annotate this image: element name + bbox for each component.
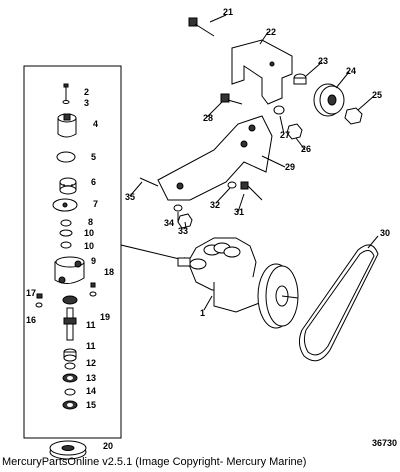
callout-21: 20: [103, 441, 113, 451]
callout-35: 34: [164, 218, 174, 228]
part-29-bolt: [220, 93, 243, 105]
part-36-stud: [139, 177, 159, 187]
part-16-bearing: [62, 400, 78, 410]
part-21-pulley: [49, 440, 87, 460]
callout-17: 16: [26, 315, 36, 325]
part-4-cover: [57, 113, 77, 138]
part-12-bearing: [63, 348, 77, 362]
callout-2: 2: [84, 87, 89, 97]
callout-19: 18: [104, 267, 114, 277]
callout-36: 35: [125, 192, 135, 202]
part-32-bolt: [240, 181, 263, 201]
part-10-seal-a: [59, 229, 73, 237]
part-15-ring: [64, 388, 76, 396]
part-28-washer: [273, 105, 285, 115]
part-19-screw: [90, 282, 96, 288]
callout-25: 24: [346, 66, 356, 76]
callout-27: 26: [301, 144, 311, 154]
callout-5: 5: [91, 152, 96, 162]
callout-22: 21: [223, 7, 233, 17]
part-seal-inner: [62, 295, 78, 305]
part-20-washer: [89, 291, 97, 297]
callout-23: 22: [266, 27, 276, 37]
callout-10a: 10: [84, 228, 94, 238]
part-10-seal-b: [60, 241, 72, 249]
part-27-nut: [286, 123, 303, 140]
callout-29: 28: [203, 113, 213, 123]
part-14-bearing: [62, 373, 78, 383]
callout-30: 29: [285, 162, 295, 172]
part-9-pump-body: [54, 256, 85, 284]
callout-8: 8: [88, 217, 93, 227]
inset-frame: [23, 65, 122, 439]
reference-number: 36730: [372, 438, 397, 448]
part-22-bolt: [188, 17, 215, 37]
callout-28: 27: [280, 130, 290, 140]
part-6-impeller: [59, 177, 77, 195]
callout-10b: 10: [84, 241, 94, 251]
callout-32: 31: [234, 207, 244, 217]
part-31-drive-belt: [298, 244, 379, 362]
part-26-nut: [344, 107, 363, 125]
callout-3: 3: [84, 98, 89, 108]
callout-4: 4: [93, 119, 98, 129]
callout-33: 32: [210, 200, 220, 210]
part-23-bracket: [231, 39, 293, 105]
part-2-screw: [63, 83, 69, 100]
part-17-washer: [35, 302, 43, 308]
part-24-spacer: [293, 73, 307, 85]
part-35-washer: [173, 204, 183, 212]
part-1-pump-assembly: [177, 237, 299, 329]
callout-26: 25: [372, 90, 382, 100]
callout-24: 23: [318, 56, 328, 66]
callout-11: 11: [86, 320, 96, 330]
callout-13: 12: [86, 358, 96, 368]
part-5-o-ring: [56, 151, 76, 163]
callout-7: 7: [93, 199, 98, 209]
part-33-washer: [227, 181, 237, 189]
callout-9: 9: [91, 256, 96, 266]
callout-20: 19: [100, 312, 110, 322]
part-13-ring: [64, 362, 76, 370]
callout-18: 17: [26, 288, 36, 298]
callout-14: 13: [86, 373, 96, 383]
part-3-washer: [62, 100, 70, 104]
copyright-caption: MercuryPartsOnline v2.5.1 (Image Copyrig…: [2, 456, 307, 468]
callout-labels: 2 3 4 5 6 7 8 10 10 9 18 19 17 16 11 11 …: [26, 7, 397, 451]
part-8-gasket: [60, 219, 72, 227]
part-11-shaft: [63, 307, 77, 341]
callout-12: 11: [86, 341, 96, 351]
part-30-mounting-bracket: [157, 115, 273, 201]
callout-16: 15: [86, 400, 96, 410]
callout-34: 33: [178, 226, 188, 236]
part-25-idler-pulley: [313, 83, 345, 117]
callout-31: 30: [380, 228, 390, 238]
callout-1: 1: [200, 308, 205, 318]
callout-15: 14: [86, 386, 96, 396]
part-18-screw: [36, 293, 43, 299]
leader-lines: [129, 14, 379, 311]
callout-6: 6: [91, 177, 96, 187]
